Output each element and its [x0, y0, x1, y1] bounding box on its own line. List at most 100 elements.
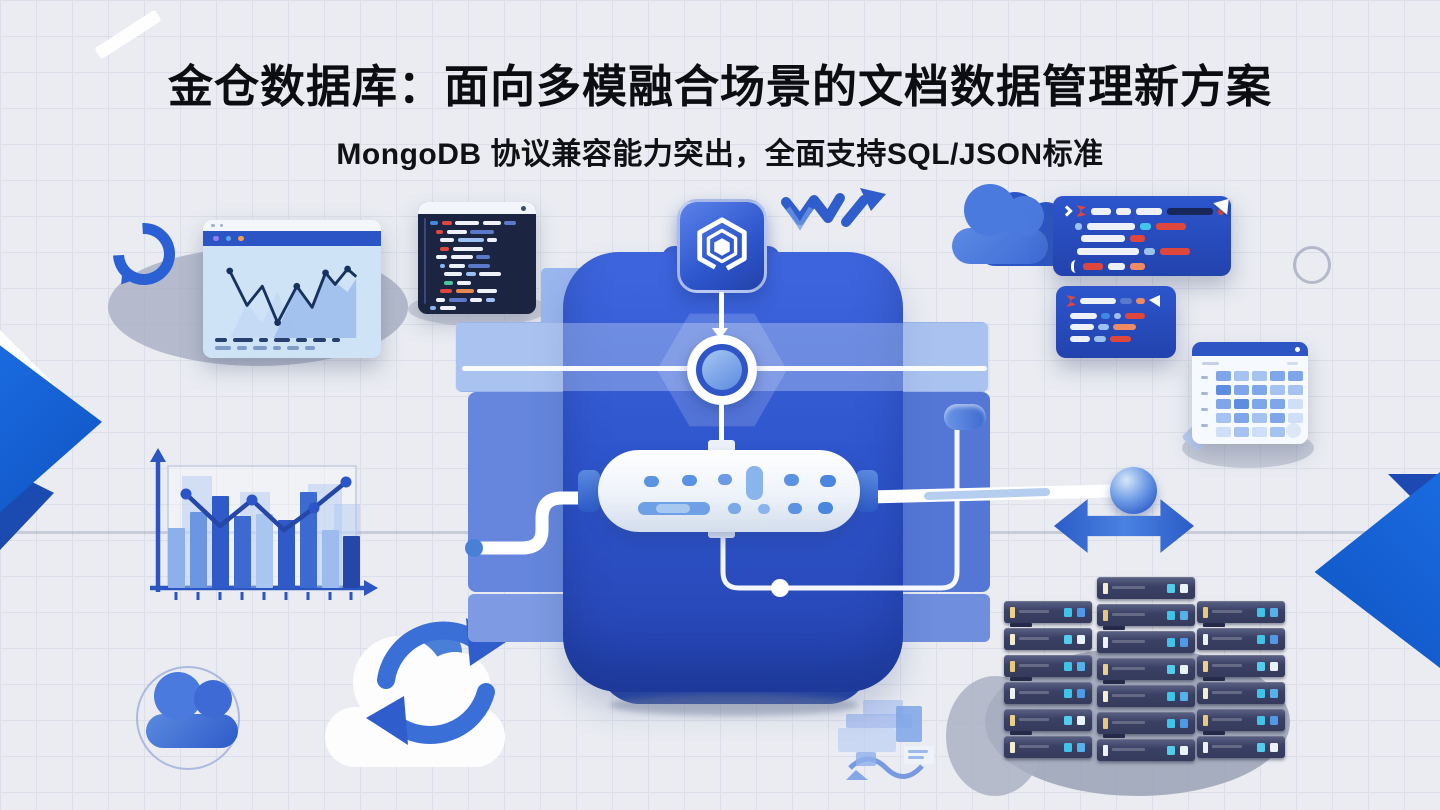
code-segment [1098, 324, 1109, 330]
calendar-cell [1252, 399, 1267, 409]
code-segment [1140, 222, 1151, 230]
code-line [430, 229, 528, 234]
server-indicator [1256, 608, 1265, 617]
table-dash [215, 346, 231, 350]
code-segment [468, 263, 490, 268]
code-panel-2 [1056, 286, 1176, 358]
circuit-line [720, 424, 960, 597]
code-segment [1125, 312, 1145, 319]
server-led [1203, 742, 1208, 753]
server-indicator [1166, 692, 1175, 701]
calendar-cell [1216, 413, 1231, 423]
server-groove [1019, 610, 1049, 613]
left-arrow-decoration [0, 345, 102, 512]
calendar-grid [1216, 371, 1303, 437]
code-line [430, 246, 528, 251]
server-groove [1112, 721, 1146, 724]
window-dot [211, 223, 215, 228]
code-segment [1120, 298, 1132, 304]
code-segment [1144, 247, 1155, 255]
calendar-cell [1234, 385, 1249, 395]
side-knob [944, 404, 986, 430]
server-indicator [1063, 635, 1072, 644]
chart-shape [226, 267, 234, 275]
capsule-endcap-left [578, 470, 600, 512]
calendar-cell [1288, 413, 1303, 423]
server-indicator [1256, 716, 1265, 725]
server-unit [1197, 709, 1285, 735]
calendar-cell [1234, 413, 1249, 423]
code-segment [455, 289, 474, 293]
code-line [430, 280, 528, 285]
badge-connector-arrowhead [712, 328, 728, 347]
pixel-block [896, 706, 922, 742]
capsule-dot [784, 474, 799, 486]
server-indicator [1076, 635, 1085, 644]
code-line [1063, 235, 1221, 242]
node-capsule-line [719, 403, 724, 445]
code-segment [436, 297, 445, 302]
capsule-dot [758, 504, 770, 514]
server-rack-column [1097, 577, 1195, 766]
server-indicator [1256, 689, 1265, 698]
code-segment [504, 221, 516, 225]
server-unit [1197, 736, 1285, 758]
code-line [430, 272, 528, 276]
sync-sphere [1110, 467, 1157, 514]
server-indicator [1179, 692, 1188, 701]
traffic-dot-blue [225, 235, 231, 242]
kingbase-logo-badge [677, 199, 767, 293]
pixel-block [908, 756, 924, 759]
server-foot [1103, 680, 1125, 684]
code-segment [1061, 205, 1073, 217]
code-line [1063, 260, 1221, 273]
server-led [1010, 715, 1015, 726]
server-unit [1004, 628, 1092, 650]
code-segment [477, 289, 497, 293]
calendar-cell [1252, 427, 1267, 437]
table-dash [237, 346, 247, 350]
code-segment [1087, 222, 1135, 230]
code-segment [1076, 205, 1086, 217]
table-dash [259, 338, 268, 342]
chart-shape [340, 476, 352, 488]
server-led [1103, 745, 1108, 756]
server-indicator [1269, 608, 1278, 617]
capsule-endcap-right [856, 470, 878, 512]
chart-shape [273, 274, 357, 338]
table-dash [215, 338, 227, 342]
calendar-label [1287, 362, 1298, 365]
cursor-arrow-icon [1212, 197, 1229, 215]
server-led [1010, 742, 1015, 753]
server-unit [1004, 601, 1092, 627]
server-unit [1004, 709, 1092, 735]
capsule-dot [818, 502, 833, 514]
code-segment [430, 306, 436, 310]
chart-shape [274, 319, 281, 327]
code-segment [455, 221, 479, 225]
code-segment [487, 238, 497, 242]
calendar-cell [1216, 371, 1231, 381]
server-groove [1019, 637, 1049, 640]
code-editor-window [418, 202, 536, 314]
database-shadow [610, 694, 858, 716]
server-groove [1019, 718, 1049, 721]
server-unit [1004, 655, 1092, 681]
window-dot [219, 223, 223, 228]
server-indicator [1269, 662, 1278, 671]
code-line [430, 263, 528, 268]
code-segment [479, 272, 501, 276]
code-line [430, 297, 528, 302]
code-segment [1136, 207, 1162, 215]
capsule-dot [656, 504, 690, 513]
code-segment [1070, 324, 1094, 330]
server-groove [1212, 691, 1242, 694]
pipe-left [465, 491, 615, 557]
code-segment [1091, 207, 1111, 215]
server-unit [1097, 604, 1195, 630]
server-led [1103, 610, 1108, 621]
server-led [1103, 664, 1108, 675]
calendar-row-tick [1201, 392, 1208, 395]
code-line [1066, 312, 1166, 319]
